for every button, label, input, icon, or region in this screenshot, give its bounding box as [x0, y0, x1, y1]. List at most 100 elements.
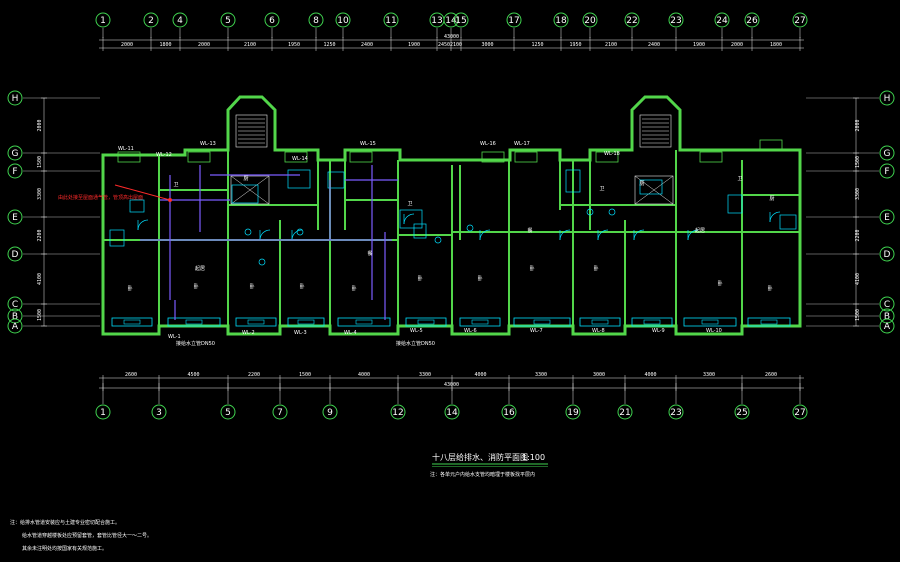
left-dim-segment-text: 2000 [37, 119, 43, 131]
red-riser [168, 198, 172, 202]
sanitary-fixture [639, 179, 663, 195]
left-dim-segment-text: 1500 [37, 309, 43, 321]
bottom-axis-27-circle [792, 404, 808, 420]
right-axis-C-label: C [884, 300, 890, 310]
bottom-dim-segment-text: 2200 [248, 372, 260, 378]
pipe-label: WL-11 [118, 146, 134, 152]
balcony-rail [579, 317, 621, 327]
right-axis-H-circle [879, 90, 895, 106]
top-axis-27-label: 27 [794, 16, 805, 26]
pipe-label: WL-17 [514, 141, 530, 147]
right-axis-D-circle [879, 246, 895, 262]
top-axis-14-label: 14 [445, 16, 457, 26]
pipe-label: WL-9 [652, 328, 665, 334]
north-window [481, 151, 505, 163]
bottom-axis-9-circle [322, 404, 338, 420]
sanitary-fixture [327, 171, 345, 189]
bottom-axis-14-label: 14 [446, 408, 458, 418]
top-axis-15-circle [453, 12, 469, 28]
top-dim-segment-text: 1800 [770, 42, 782, 48]
elevator-cross [634, 175, 674, 205]
north-window [759, 139, 783, 151]
left-axis-F-circle [7, 163, 23, 179]
floor-drain [466, 224, 474, 232]
bottom-axis-19-circle [565, 404, 581, 420]
door-swing [769, 211, 781, 223]
room-label: 厨 [769, 196, 774, 202]
bottom-axis-7-label: 7 [277, 408, 283, 418]
top-axis-18-circle [553, 12, 569, 28]
top-dim-segment-text: 2100 [450, 42, 462, 48]
top-dim-segment-text: 1950 [569, 42, 581, 48]
room-label: 餐 [367, 250, 372, 257]
top-dim-segment-text: 3000 [481, 42, 493, 48]
bottom-dim-segment-text: 3000 [593, 372, 605, 378]
top-axis-17-circle [506, 12, 522, 28]
bottom-axis-23-label: 23 [670, 408, 681, 418]
north-window [284, 151, 308, 163]
top-dim-segment-text: 2450 [438, 42, 450, 48]
elevator-shaft [230, 175, 270, 205]
right-dim-segment-text: 2200 [855, 229, 861, 241]
room-label: 卫 [737, 176, 742, 182]
room-label: 卧 [593, 265, 598, 272]
right-dim-segment-text: 2000 [855, 119, 861, 131]
right-axis-D-label: D [884, 250, 891, 260]
right-dim-segment-text: 1500 [855, 309, 861, 321]
north-window [595, 151, 619, 163]
top-axis-5-circle [220, 12, 236, 28]
room-label: 餐 [527, 227, 532, 234]
room-label: 卧 [767, 285, 772, 292]
top-dim-segment-text: 1950 [288, 42, 300, 48]
floor-drain [296, 228, 304, 236]
room-label: 卧 [477, 275, 482, 282]
plumbing-fixtures [109, 139, 797, 327]
top-dim-segment-text: 2000 [198, 42, 210, 48]
top-axis-26-circle [744, 12, 760, 28]
pipe-label: WL-15 [360, 141, 376, 147]
right-dim-segment-text: 1500 [855, 156, 861, 168]
bottom-axis-21-circle [617, 404, 633, 420]
pipe-label: WL-2 [242, 330, 255, 336]
bottom-axis-12-circle [390, 404, 406, 420]
bottom-axis-27-label: 27 [794, 408, 805, 418]
top-axis-23-label: 23 [670, 16, 681, 26]
door-swing [137, 219, 149, 231]
left-axis-G-circle [7, 145, 23, 161]
bottom-axis-1-label: 1 [100, 408, 106, 418]
north-window [187, 151, 211, 163]
left-axis-A-circle [7, 318, 23, 334]
top-axis-6-circle [264, 12, 280, 28]
right-dim-segment-text: 4100 [855, 273, 861, 285]
north-window [699, 151, 723, 163]
sanitary-fixture [565, 169, 581, 193]
floor-drain-slot [123, 319, 141, 325]
top-dim-segment-text: 1250 [531, 42, 543, 48]
north-window [514, 151, 538, 163]
bottom-dim-segment-text: 4000 [644, 372, 656, 378]
bottom-dim-segment-text: 3300 [703, 372, 715, 378]
sanitary-fixture [287, 169, 311, 189]
room-labels: 卧卧卧卧厨卫卫卫餐起居卧卧卧卧卧厨厨卫餐起居卧卧 [127, 176, 774, 292]
bottom-dim-segment-text: 2600 [765, 372, 777, 378]
floor-drain-slot [533, 319, 551, 325]
sanitary-fixture [109, 229, 125, 247]
floor-drain [586, 208, 594, 216]
top-axis-22-label: 22 [626, 16, 637, 26]
top-dim-total-text: 43000 [444, 34, 459, 40]
pipe-label: WL-7 [530, 328, 543, 334]
right-dim-segment-text: 3300 [855, 188, 861, 200]
top-axis-6-label: 6 [269, 16, 275, 26]
top-axis-17-label: 17 [508, 16, 519, 26]
floor-drain [608, 208, 616, 216]
floor-drain [244, 228, 252, 236]
bottom-axis-12-label: 12 [392, 408, 403, 418]
room-label: 卧 [127, 285, 132, 292]
note-line-3: 其余未注明处均按国家有关规范施工。 [22, 545, 107, 552]
left-axis-F-label: F [12, 167, 17, 177]
bottom-dim-segment-text: 2600 [125, 372, 137, 378]
top-axis-20-circle [582, 12, 598, 28]
bottom-axis-16-label: 16 [503, 408, 515, 418]
pipe-label: WL-13 [200, 141, 216, 147]
